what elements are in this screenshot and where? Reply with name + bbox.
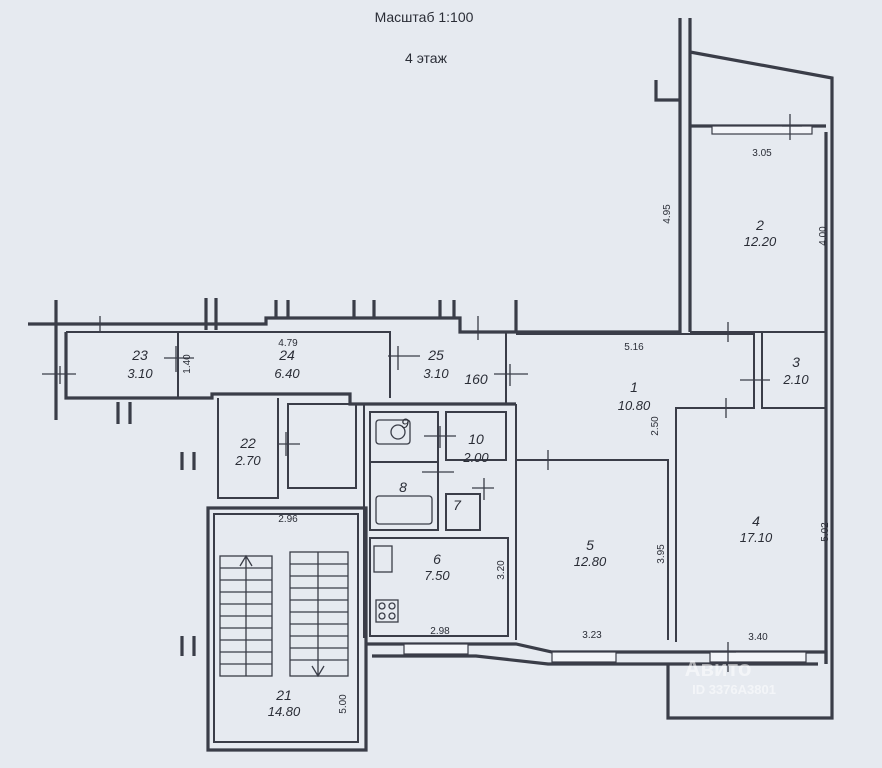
dim-label: 3.05 xyxy=(752,148,772,159)
room-24-number: 24 xyxy=(278,347,295,363)
dim-label: 3.20 xyxy=(496,560,507,580)
watermark: Авито ID 3376A3801 xyxy=(685,656,776,697)
room-6-number: 6 xyxy=(433,551,441,567)
room-5-area: 12.80 xyxy=(574,554,607,569)
room-4-number: 4 xyxy=(752,513,760,529)
dim-label: 3.23 xyxy=(582,630,602,641)
room-1-area: 10.80 xyxy=(618,398,651,413)
dim-label: 4.95 xyxy=(662,204,673,224)
room-21-number: 21 xyxy=(275,687,292,703)
watermark-id: ID 3376A3801 xyxy=(692,682,776,697)
room-1-number: 1 xyxy=(630,379,638,395)
dim-label: 5.02 xyxy=(820,522,831,542)
floor-label: 4 этаж xyxy=(405,50,448,66)
watermark-brand: Авито xyxy=(685,656,752,681)
room-6-area: 7.50 xyxy=(424,568,450,583)
room-25-number: 25 xyxy=(427,347,444,363)
dim-label: 2.96 xyxy=(278,514,298,525)
dimension-labels: 3.05 4.95 4.00 5.16 4.79 1.40 160 2.50 3… xyxy=(182,148,831,714)
room-8-number: 8 xyxy=(399,479,407,495)
dim-label: 3.95 xyxy=(656,544,667,564)
stairs xyxy=(219,551,349,678)
room-22-number: 22 xyxy=(239,435,256,451)
room-labels: 1 10.80 2 12.20 3 2.10 4 17.10 5 12.80 6… xyxy=(127,217,809,719)
dim-label: 1.40 xyxy=(182,354,193,374)
room-21-area: 14.80 xyxy=(268,704,301,719)
room-23-area: 3.10 xyxy=(127,366,153,381)
scale-label: Масштаб 1:100 xyxy=(375,9,474,25)
room-5-number: 5 xyxy=(586,537,594,553)
windows xyxy=(403,125,813,663)
dim-label: 5.16 xyxy=(624,342,644,353)
door-marks xyxy=(42,114,802,672)
dim-label: 2.50 xyxy=(650,416,661,436)
room-10-area: 2.00 xyxy=(462,450,489,465)
room-4-area: 17.10 xyxy=(740,530,773,545)
dim-label: 4.79 xyxy=(278,338,298,349)
room-25-area: 3.10 xyxy=(423,366,449,381)
room-3-area: 2.10 xyxy=(782,372,809,387)
fixtures xyxy=(373,419,433,623)
room-3-number: 3 xyxy=(792,354,800,370)
room-9-number: 9 xyxy=(401,415,409,431)
dim-label: 2.98 xyxy=(430,626,450,637)
room-22-area: 2.70 xyxy=(234,453,261,468)
room-2-area: 12.20 xyxy=(744,234,777,249)
walls xyxy=(28,18,834,752)
room-23-number: 23 xyxy=(131,347,148,363)
dim-label: 160 xyxy=(464,371,488,387)
room-7-number: 7 xyxy=(453,497,462,513)
room-24-area: 6.40 xyxy=(274,366,300,381)
room-10-number: 10 xyxy=(468,431,484,447)
dim-label: 3.40 xyxy=(748,632,768,643)
room-2-number: 2 xyxy=(755,217,764,233)
dim-label: 4.00 xyxy=(818,226,829,246)
dim-label: 5.00 xyxy=(338,694,349,714)
